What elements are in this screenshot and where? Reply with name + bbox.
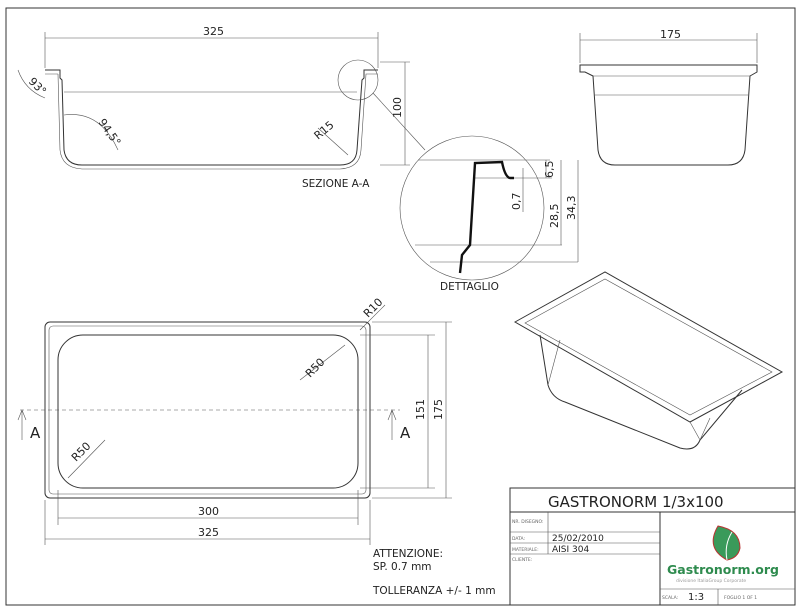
date-label: DATA: <box>512 536 525 542</box>
logo: Gastronorm.org divisione ItaliaGroup Cor… <box>667 525 779 584</box>
dim-thickness: 0,7 <box>510 193 523 211</box>
section-view: 325 100 93° 94,5° R15 SEZIONE A-A <box>17 25 426 190</box>
dim-radius-corner: R10 <box>361 296 385 320</box>
drawing-border <box>5 7 796 606</box>
section-marker-left: A <box>30 424 41 442</box>
dim-rim-height: 28,5 <box>548 204 561 229</box>
notes: ATTENZIONE: SP. 0.7 mm TOLLERANZA +/- 1 … <box>372 548 496 597</box>
dim-radius-bottom: R50 <box>69 440 93 464</box>
dim-width: 175 <box>660 28 681 41</box>
isometric-view <box>513 271 784 450</box>
sheet-value: FOGLIO 1 OF 1 <box>724 595 757 601</box>
dim-inner-width: 300 <box>198 505 219 518</box>
client-label: CLIENTE: <box>512 557 532 563</box>
drawing-no-label: NR. DISEGNO: <box>512 519 544 525</box>
note-tolerance: TOLLERANZA +/- 1 mm <box>372 585 496 597</box>
detail-view: 6,5 0,7 28,5 34,3 DETTAGLIO <box>399 135 579 293</box>
title-block: GASTRONORM 1/3x100 NR. DISEGNO: DATA: 25… <box>509 487 796 606</box>
dim-angle-inner: 94,5° <box>96 116 124 148</box>
side-view: 175 <box>579 28 758 166</box>
logo-tagline: divisione ItaliaGroup Corporate <box>676 578 746 584</box>
section-marker-right: A <box>400 424 411 442</box>
dim-radius: R15 <box>312 118 337 142</box>
dim-height: 100 <box>391 97 404 118</box>
scale-value: 1:3 <box>688 592 704 603</box>
date-value: 25/02/2010 <box>552 534 604 544</box>
logo-text: Gastronorm.org <box>667 562 779 577</box>
dim-lip: 6,5 <box>543 161 556 179</box>
section-label: SEZIONE A-A <box>302 178 370 190</box>
dim-inner-depth: 151 <box>414 399 427 420</box>
dim-angle-outer: 93° <box>26 75 49 98</box>
dim-outer-depth: 175 <box>432 399 445 420</box>
top-view: A A R10 R50 R50 300 325 151 175 <box>17 296 452 545</box>
note-thickness: SP. 0.7 mm <box>373 561 432 573</box>
scale-label: SCALA: <box>662 595 678 601</box>
material-label: MATERIALE: <box>512 547 539 553</box>
dim-outer-width: 325 <box>198 526 219 539</box>
note-attention: ATTENZIONE: <box>373 548 443 560</box>
dim-total: 34,3 <box>565 196 578 221</box>
detail-label: DETTAGLIO <box>440 281 499 293</box>
dim-width: 325 <box>203 25 224 38</box>
drawing-title: GASTRONORM 1/3x100 <box>548 493 724 511</box>
material-value: AISI 304 <box>552 545 589 555</box>
dim-radius-top: R50 <box>303 356 327 380</box>
